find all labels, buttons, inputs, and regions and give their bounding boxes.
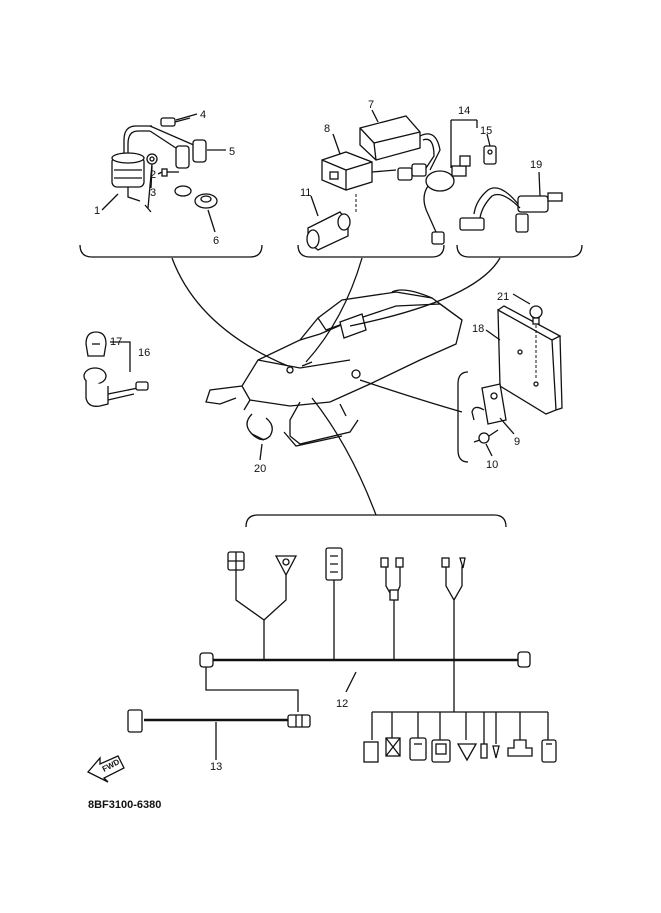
- curve-bracket-to-body: [359, 379, 463, 413]
- wire-harness-part-12: [212, 566, 549, 744]
- clip-part-20: [246, 413, 273, 461]
- cdi-unit-part-7: [359, 115, 441, 175]
- rectifier-part-8: [321, 151, 397, 191]
- callout-12: 12: [336, 698, 348, 710]
- callout-16: 16: [138, 347, 150, 359]
- callout-10: 10: [486, 459, 498, 471]
- bolt-part-21: [529, 305, 543, 325]
- cdi-sleeve-part-11: [306, 211, 351, 251]
- leader-21: [512, 293, 531, 305]
- leader-6: [207, 209, 216, 233]
- callout-20: 20: [254, 463, 266, 475]
- callout-4: 4: [200, 109, 206, 121]
- leader-11: [310, 195, 319, 217]
- callout-11: 11: [300, 187, 311, 199]
- callout-8: 8: [324, 123, 330, 135]
- group-bracket-ignition: [79, 244, 263, 258]
- leader-12: [345, 671, 357, 693]
- leader-14: [450, 119, 478, 168]
- curve-cdi-to-body: [305, 257, 363, 363]
- drawing-code: 8BF3100-6380: [88, 799, 161, 811]
- callout-14: 14: [458, 105, 470, 117]
- spark-plug-caps: [149, 125, 207, 169]
- snowmobile-body: [205, 289, 463, 447]
- callout-17: 17: [110, 336, 122, 348]
- bulb-part-17: [85, 331, 107, 357]
- connector-plug-group: [355, 163, 427, 214]
- callout-7: 7: [368, 99, 374, 111]
- bolt-part-10: [473, 429, 499, 444]
- leader-10: [485, 443, 493, 457]
- leader-18: [485, 329, 501, 341]
- group-bracket-switches: [456, 244, 583, 258]
- callout-21: 21: [497, 291, 509, 303]
- callout-1: 1: [94, 205, 100, 217]
- regulator-part-9: [471, 383, 507, 425]
- leader-1: [101, 193, 119, 211]
- leader-8: [332, 133, 341, 155]
- screw-part-2: [161, 168, 179, 177]
- ignition-coil: [111, 125, 152, 202]
- bracket-outline-curve: [457, 371, 469, 463]
- leader-19: [538, 171, 541, 197]
- curve-ignition-to-body: [171, 257, 289, 367]
- main-switch-part-14: [423, 155, 471, 245]
- curve-harness-to-body: [311, 397, 377, 516]
- leader-2: [157, 171, 163, 175]
- leader-15: [486, 133, 491, 147]
- leader-16-17: [110, 341, 131, 372]
- callout-13: 13: [210, 761, 222, 773]
- group-bracket-cdi: [297, 244, 445, 258]
- group-bracket-harness: [245, 514, 507, 528]
- callout-18: 18: [472, 323, 484, 335]
- harness-connectors-top: [199, 547, 531, 668]
- key-part-15: [483, 145, 497, 165]
- callout-2: 2: [150, 169, 156, 181]
- callout-15: 15: [480, 125, 492, 137]
- callout-6: 6: [213, 235, 219, 247]
- leader-9: [499, 417, 515, 435]
- socket-part-16: [83, 367, 149, 407]
- bracket-plate-part-18: [497, 305, 563, 415]
- callout-9: 9: [514, 436, 520, 448]
- leader-4: [175, 113, 198, 121]
- harness-connectors-bottom: [363, 737, 557, 763]
- callout-5: 5: [229, 146, 235, 158]
- leader-7: [371, 109, 379, 123]
- connector-part-4: [160, 117, 191, 127]
- grommet-part-6: [174, 185, 218, 209]
- callout-3: 3: [150, 187, 156, 199]
- forward-arrow-icon: [86, 755, 125, 783]
- curve-switch-to-body: [349, 257, 501, 327]
- sub-harness-part-13: [127, 667, 311, 733]
- stop-switch-part-19: [459, 187, 563, 233]
- callout-19: 19: [530, 159, 542, 171]
- leader-3: [150, 165, 153, 189]
